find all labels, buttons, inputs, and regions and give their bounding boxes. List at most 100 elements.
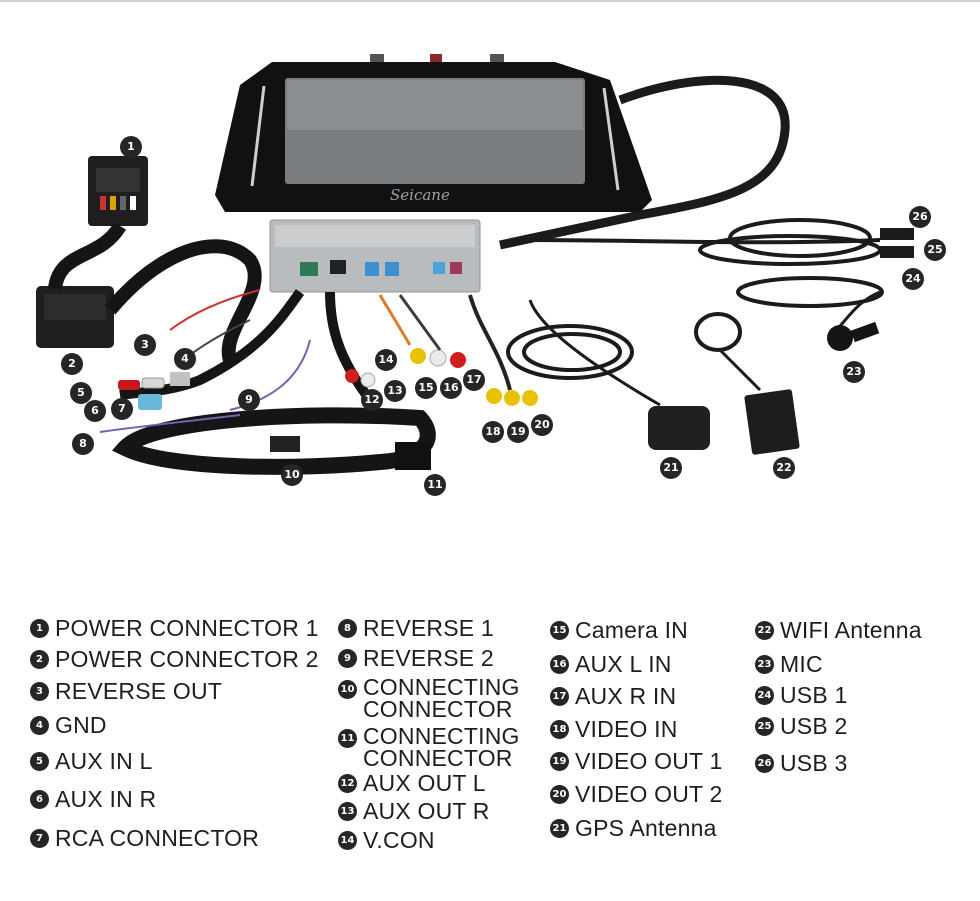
legend-label: USB 2 xyxy=(780,713,848,739)
legend-number: 15 xyxy=(550,621,569,640)
callout-12: 12 xyxy=(361,389,383,411)
legend-label: REVERSE 1 xyxy=(363,615,494,641)
legend-number: 26 xyxy=(755,754,774,773)
callout-26: 26 xyxy=(909,206,931,228)
legend-item: 24 USB 1 xyxy=(755,682,847,708)
legend-number: 17 xyxy=(550,687,569,706)
legend-number: 7 xyxy=(30,829,49,848)
legend-number: 19 xyxy=(550,752,569,771)
legend-item: 25 USB 2 xyxy=(755,713,847,739)
legend-item: 12 AUX OUT L xyxy=(338,770,486,796)
legend-label: VIDEO OUT 2 xyxy=(575,781,723,807)
legend-number: 25 xyxy=(755,717,774,736)
callout-7: 7 xyxy=(111,398,133,420)
legend-item: 10 CONNECTING CONNECTOR xyxy=(338,674,520,722)
legend-item: 7 RCA CONNECTOR xyxy=(30,825,259,851)
legend-number: 8 xyxy=(338,619,357,638)
legend-number: 20 xyxy=(550,785,569,804)
callout-8: 8 xyxy=(72,433,94,455)
top-divider xyxy=(0,0,980,2)
legend-number: 23 xyxy=(755,655,774,674)
legend-item: 4 GND xyxy=(30,712,107,738)
legend-label: Camera IN xyxy=(575,617,688,643)
callout-23: 23 xyxy=(843,361,865,383)
video-rca-plugs xyxy=(345,348,538,406)
legend-label: RCA CONNECTOR xyxy=(55,825,260,851)
aux-rca-plugs xyxy=(118,372,190,410)
legend-item: 16 AUX L IN xyxy=(550,651,672,677)
legend-item: 14 V.CON xyxy=(338,827,435,853)
legend-label: AUX L IN xyxy=(575,651,672,677)
callout-20: 20 xyxy=(531,414,553,436)
callout-16: 16 xyxy=(440,377,462,399)
wifi-antenna xyxy=(694,312,800,455)
callout-18: 18 xyxy=(482,421,504,443)
legend-number: 1 xyxy=(30,619,49,638)
legend-item: 17 AUX R IN xyxy=(550,683,676,709)
legend-label: VIDEO IN xyxy=(575,716,678,742)
head-unit-display: Seicane xyxy=(215,54,652,212)
legend-item: 15 Camera IN xyxy=(550,617,688,643)
callout-13: 13 xyxy=(384,380,406,402)
callout-24: 24 xyxy=(902,268,924,290)
legend-number: 16 xyxy=(550,655,569,674)
callout-3: 3 xyxy=(134,334,156,356)
callout-9: 9 xyxy=(238,389,260,411)
legend-label: AUX IN R xyxy=(55,786,157,812)
control-box xyxy=(269,219,481,293)
main-cable xyxy=(499,75,790,250)
usb-cables xyxy=(529,218,914,308)
legend-label: USB 3 xyxy=(780,750,848,776)
callout-1: 1 xyxy=(120,136,142,158)
legend-label: POWER CONNECTOR 2 xyxy=(55,646,319,672)
legend-item: 6 AUX IN R xyxy=(30,786,156,812)
legend-item: 8 REVERSE 1 xyxy=(338,615,494,641)
power-connector-1 xyxy=(88,156,148,226)
callout-6: 6 xyxy=(84,400,106,422)
legend-label: GPS Antenna xyxy=(575,815,717,841)
callout-11: 11 xyxy=(424,474,446,496)
legend-item: 26 USB 3 xyxy=(755,750,847,776)
legend-number: 21 xyxy=(550,819,569,838)
legend-label: AUX R IN xyxy=(575,683,677,709)
microphone xyxy=(827,290,881,351)
brand-watermark: Seicane xyxy=(390,186,450,204)
legend-label: VIDEO OUT 1 xyxy=(575,748,723,774)
callout-22: 22 xyxy=(773,457,795,479)
callout-5: 5 xyxy=(70,382,92,404)
legend-number: 14 xyxy=(338,831,357,850)
callout-17: 17 xyxy=(463,369,485,391)
legend-number: 10 xyxy=(338,680,357,699)
callout-10: 10 xyxy=(281,464,303,486)
legend-number: 3 xyxy=(30,682,49,701)
legend-number: 12 xyxy=(338,774,357,793)
legend-label: GND xyxy=(55,712,107,738)
legend-label: USB 1 xyxy=(780,682,848,708)
legend-item: 18 VIDEO IN xyxy=(550,716,678,742)
legend-label: REVERSE 2 xyxy=(363,645,494,671)
callout-14: 14 xyxy=(375,349,397,371)
legend-label: AUX OUT L xyxy=(363,770,486,796)
legend-number: 4 xyxy=(30,716,49,735)
legend-label: V.CON xyxy=(363,827,435,853)
gps-antenna xyxy=(506,299,710,450)
legend-number: 11 xyxy=(338,729,357,748)
legend-number: 18 xyxy=(550,720,569,739)
callout-15: 15 xyxy=(415,377,437,399)
legend-label: CONNECTING CONNECTOR xyxy=(363,674,520,722)
callout-2: 2 xyxy=(61,353,83,375)
legend-number: 24 xyxy=(755,686,774,705)
legend-label: AUX OUT R xyxy=(363,798,490,824)
legend-item: 20 VIDEO OUT 2 xyxy=(550,781,722,807)
callout-21: 21 xyxy=(660,457,682,479)
legend-item: 21 GPS Antenna xyxy=(550,815,717,841)
legend-number: 6 xyxy=(30,790,49,809)
